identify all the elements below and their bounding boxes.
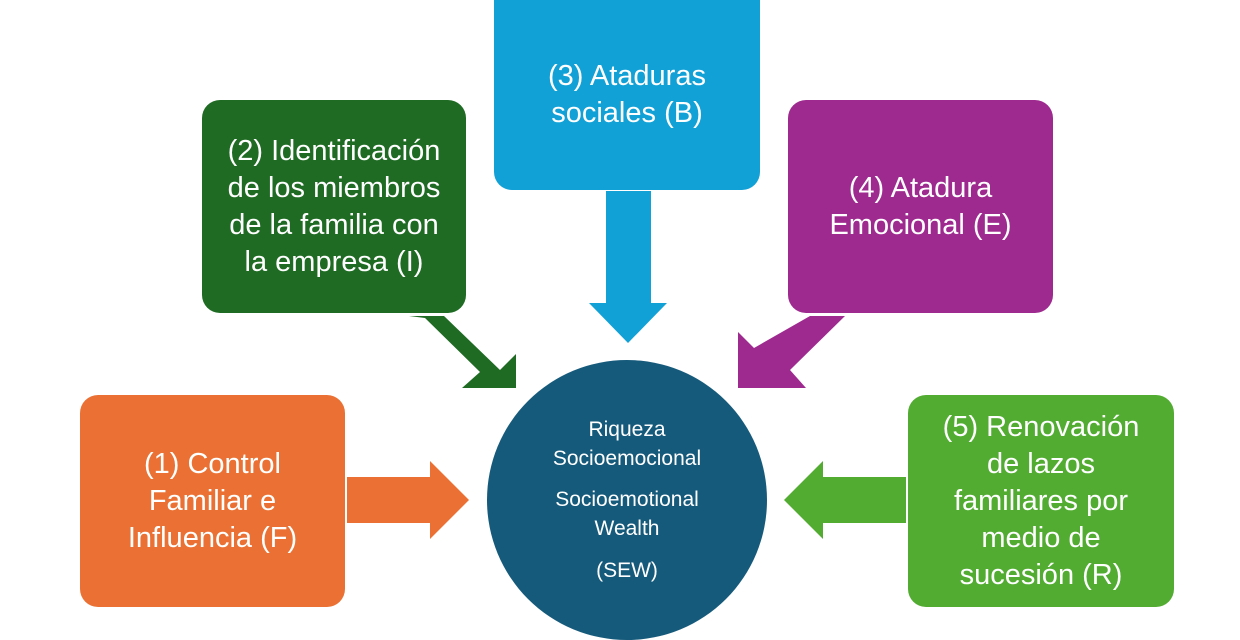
dimension-box-renewal: (5) Renovación de lazos familiares por m… xyxy=(908,395,1174,607)
dimension-box-identification: (2) Identificación de los miembros de la… xyxy=(202,100,466,313)
dimension-label-family-control: (1) Control Familiar e Influencia (F) xyxy=(127,447,298,554)
arrow-e-to-center xyxy=(738,316,845,388)
arrow-r-to-center xyxy=(784,461,906,539)
dimension-label-emotional-attachment: (4) Atadura Emocional (E) xyxy=(829,171,1012,241)
dimension-box-family-control: (1) Control Familiar e Influencia (F) xyxy=(80,395,345,607)
sew-center-circle: Riqueza Socioemocional Socioemotional We… xyxy=(487,360,767,640)
dimension-label-identification: (2) Identificación de los miembros de la… xyxy=(227,134,441,278)
arrows-layer xyxy=(347,191,906,539)
arrow-b-to-center xyxy=(589,191,667,343)
center-spanish-name: Riqueza Socioemocional xyxy=(552,418,702,470)
dimension-label-social-ties: (3) Ataduras sociales (B) xyxy=(548,60,706,129)
dimension-box-social-ties: (3) Ataduras sociales (B) xyxy=(494,0,760,190)
center-abbreviation: (SEW) xyxy=(596,559,658,582)
center-english-name: Socioemotional Wealth xyxy=(555,488,699,540)
dimension-label-renewal: (5) Renovación de lazos familiares por m… xyxy=(942,410,1140,591)
arrow-i-to-center xyxy=(409,316,516,388)
arrow-f-to-center xyxy=(347,461,469,539)
dimension-box-emotional-attachment: (4) Atadura Emocional (E) xyxy=(788,100,1053,313)
